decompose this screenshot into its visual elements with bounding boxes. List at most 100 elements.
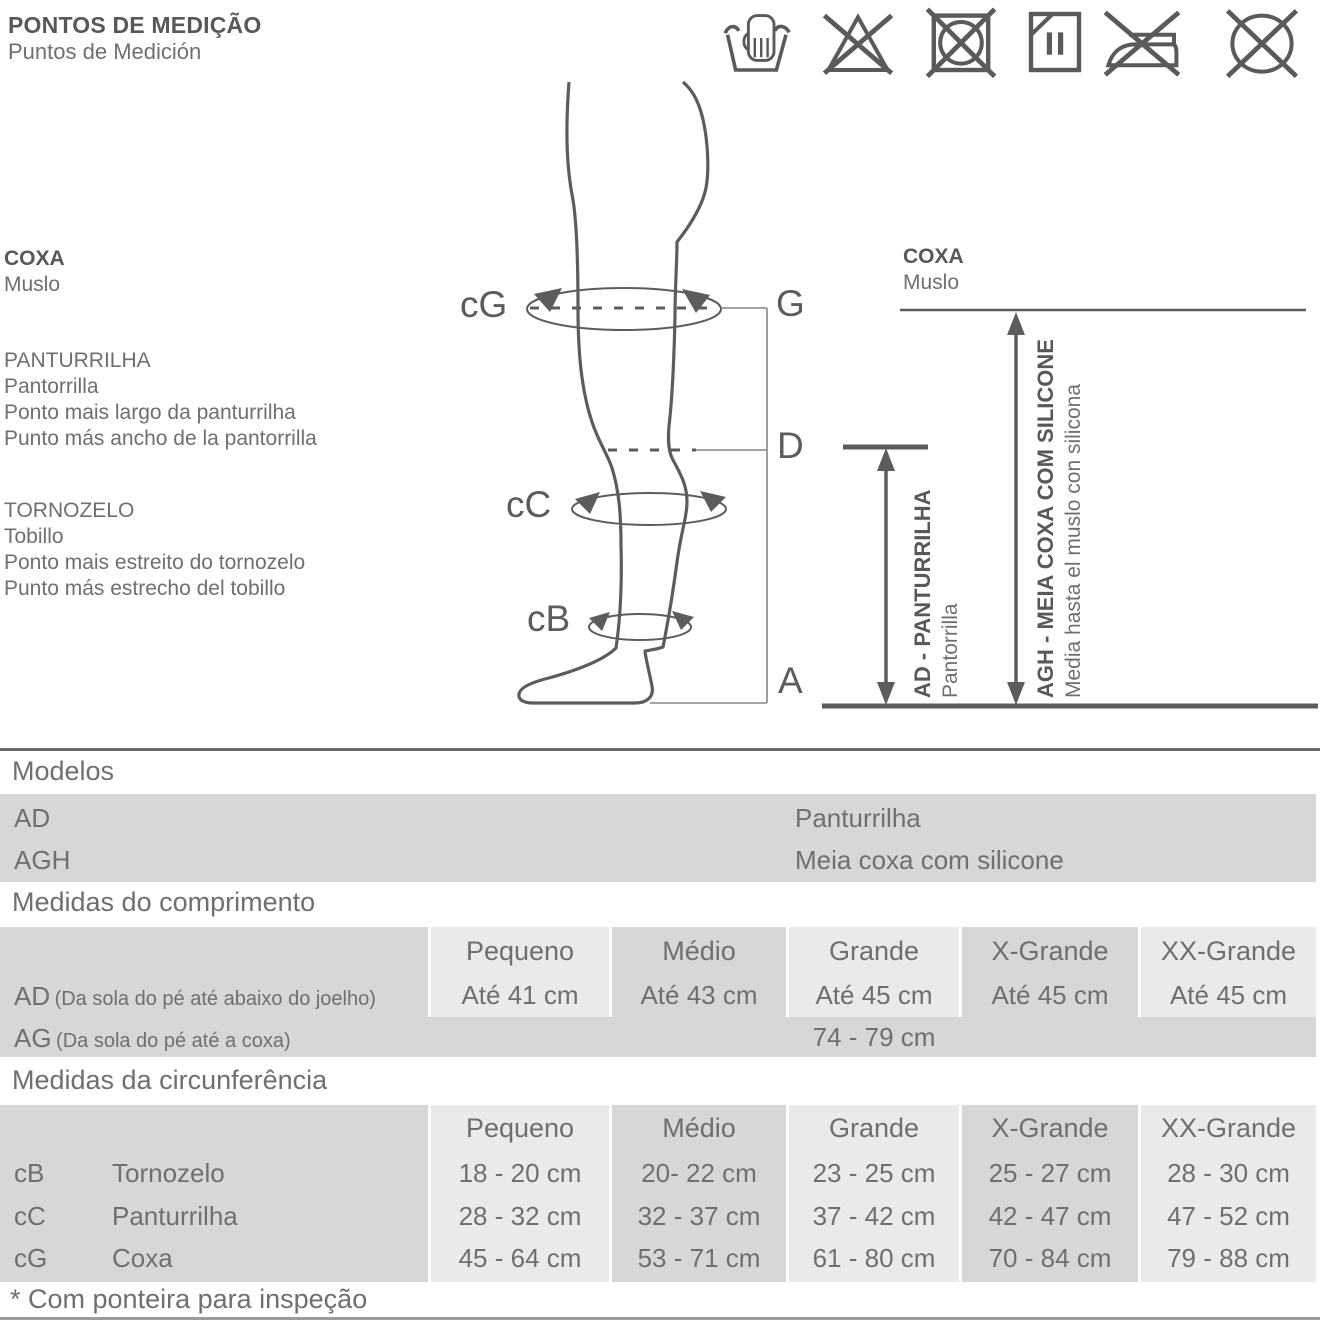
circ-size-medio: Médio (662, 1113, 736, 1143)
comprimento-size-medio: Médio (662, 936, 736, 966)
col-gap (786, 927, 789, 1017)
legend-panturrilha-pt: PANTURRILHA (4, 349, 151, 372)
band-grande (789, 927, 959, 1017)
professional-wet-clean-icon (1028, 11, 1082, 73)
legend-tornozelo: TORNOZELO Tobillo Ponto mais estreito do… (4, 498, 305, 602)
cb-xxgrande: 28 - 30 cm (1167, 1158, 1290, 1188)
cb-xgrande: 25 - 27 cm (988, 1158, 1112, 1188)
legend-panturrilha-desc-es: Punto más ancho de la pantorrilla (4, 427, 317, 450)
hand-wash-icon (723, 14, 791, 72)
col-gap (1138, 1105, 1141, 1282)
bottom-divider (0, 1317, 1320, 1320)
page-title-pt: PONTOS DE MEDIÇÃO (8, 12, 262, 38)
legend-coxa-es: Muslo (4, 273, 61, 296)
ad-arrowhead-top (877, 448, 895, 471)
band-pequeno (431, 1105, 609, 1282)
diagram-coxa-pt: COXA (903, 245, 964, 268)
ad-value-pequeno: Até 41 cm (461, 980, 579, 1010)
ag-value-span: 74 - 79 cm (812, 1022, 936, 1052)
diagram-coxa-es: Muslo (903, 271, 960, 294)
cb-label: Tornozelo (112, 1158, 225, 1188)
circ-size-xgrande: X-Grande (991, 1113, 1109, 1143)
cb-arrowhead-right (672, 611, 694, 630)
label-cg: cG (460, 284, 508, 325)
do-not-bleach-icon (822, 13, 894, 76)
cc-arrowhead-right (700, 491, 726, 512)
comprimento-row-ag-label: AG (Da sola do pé até a coxa) (14, 1023, 291, 1054)
comprimento-row-ad-label: AD (Da sola do pé até abaixo do joelho) (14, 981, 376, 1012)
col-gap (959, 927, 962, 1017)
cc-pequeno: 28 - 32 cm (458, 1201, 582, 1231)
modelos-row-ad-code: AD (14, 803, 51, 833)
do-not-dry-clean-icon (1225, 9, 1299, 78)
cc-code: cC (14, 1201, 46, 1231)
cg-circumference-ellipse (526, 287, 722, 331)
ad-arrowhead-bottom (877, 682, 895, 705)
cb-grande: 23 - 25 cm (812, 1158, 936, 1188)
cc-grande: 37 - 42 cm (812, 1201, 936, 1231)
agh-arrowhead-bottom (1007, 682, 1025, 705)
row-ag-code: AG (14, 1023, 52, 1053)
comprimento-size-grande: Grande (828, 936, 920, 966)
modelos-row-agh-code: AGH (14, 845, 71, 875)
circ-size-grande: Grande (828, 1113, 920, 1143)
ad-value-xgrande: Até 45 cm (991, 980, 1109, 1010)
circ-size-xxgrande: XX-Grande (1160, 1113, 1297, 1143)
ad-length-label-es: Pantorrilla (939, 603, 962, 698)
diagram-coxa-label: COXA Muslo (903, 244, 964, 296)
comprimento-size-pequeno: Pequeno (465, 936, 575, 966)
legend-tornozelo-desc-pt: Ponto mais estreito do tornozelo (4, 551, 306, 574)
legend-coxa: COXA Muslo (4, 246, 65, 298)
label-d: D (777, 425, 804, 466)
row-ad-note: (Da sola do pé até abaixo do joelho) (54, 988, 376, 1010)
agh-length-label-es: Media hasta el muslo con silicona (1062, 384, 1085, 698)
row-ag-note: (Da sola do pé até a coxa) (56, 1030, 291, 1052)
comprimento-title: Medidas do comprimento (12, 887, 316, 917)
legend-panturrilha-desc-pt: Ponto mais largo da panturrilha (4, 401, 296, 424)
agh-arrowhead-top (1007, 312, 1025, 335)
cg-xxgrande: 79 - 88 cm (1167, 1243, 1290, 1273)
cb-arrowhead-left (589, 612, 610, 631)
cg-medio: 53 - 71 cm (637, 1243, 761, 1273)
agh-length-label: AGH - MEIA COXA COM SILICONE (1033, 339, 1058, 698)
legend-panturrilha: PANTURRILHA Pantorrilla Ponto mais largo… (4, 348, 317, 452)
label-a: A (778, 660, 803, 701)
cb-code: cB (14, 1158, 45, 1188)
band-pequeno (431, 927, 609, 1017)
cc-medio: 32 - 37 cm (637, 1201, 761, 1231)
circunferencia-title: Medidas da circunferência (12, 1065, 328, 1095)
footnote: * Com ponteira para inspeção (10, 1284, 368, 1314)
legend-coxa-pt: COXA (4, 247, 65, 270)
leg-outline (517, 80, 710, 705)
comprimento-size-xxgrande: XX-Grande (1160, 936, 1297, 966)
cb-pequeno: 18 - 20 cm (458, 1158, 582, 1188)
page-title-es: Puntos de Medición (8, 39, 202, 64)
comprimento-table: Pequeno Médio Grande X-Grande XX-Grande … (0, 927, 1316, 1057)
legend-panturrilha-es: Pantorrilla (4, 375, 99, 398)
band-xxgrande (1141, 1105, 1316, 1282)
leg-measurement-diagram: AD - PANTURRILHA Pantorrilla AGH - MEIA … (517, 80, 1318, 709)
col-gap (609, 1105, 612, 1282)
cg-arrowhead-left (534, 288, 562, 312)
ad-length-label: AD - PANTURRILHA (910, 489, 935, 698)
do-not-iron-icon (1103, 10, 1181, 77)
modelos-table: AD Panturrilha AGH Meia coxa com silicon… (0, 794, 1316, 882)
modelos-row-agh-name: Meia coxa com silicone (795, 845, 1064, 875)
modelos-row-ad-name: Panturrilha (795, 803, 921, 833)
cc-xxgrande: 47 - 52 cm (1167, 1201, 1290, 1231)
cg-arrowhead-right (682, 289, 710, 313)
table-top-divider (0, 748, 1320, 751)
row-ad-code: AD (14, 981, 51, 1011)
cg-grande: 61 - 80 cm (812, 1243, 936, 1273)
label-cb: cB (527, 598, 571, 639)
cg-pequeno: 45 - 64 cm (458, 1243, 582, 1273)
cc-circumference-ellipse (571, 492, 727, 526)
band-xxgrande (1141, 927, 1316, 1017)
cc-xgrande: 42 - 47 cm (988, 1201, 1112, 1231)
circ-size-pequeno: Pequeno (465, 1113, 575, 1143)
cg-xgrande: 70 - 84 cm (988, 1243, 1112, 1273)
label-cc: cC (506, 484, 552, 525)
legend-tornozelo-desc-es: Punto más estrecho del tobillo (4, 577, 286, 600)
col-gap (609, 927, 612, 1017)
ad-value-xxgrande: Até 45 cm (1169, 980, 1288, 1010)
